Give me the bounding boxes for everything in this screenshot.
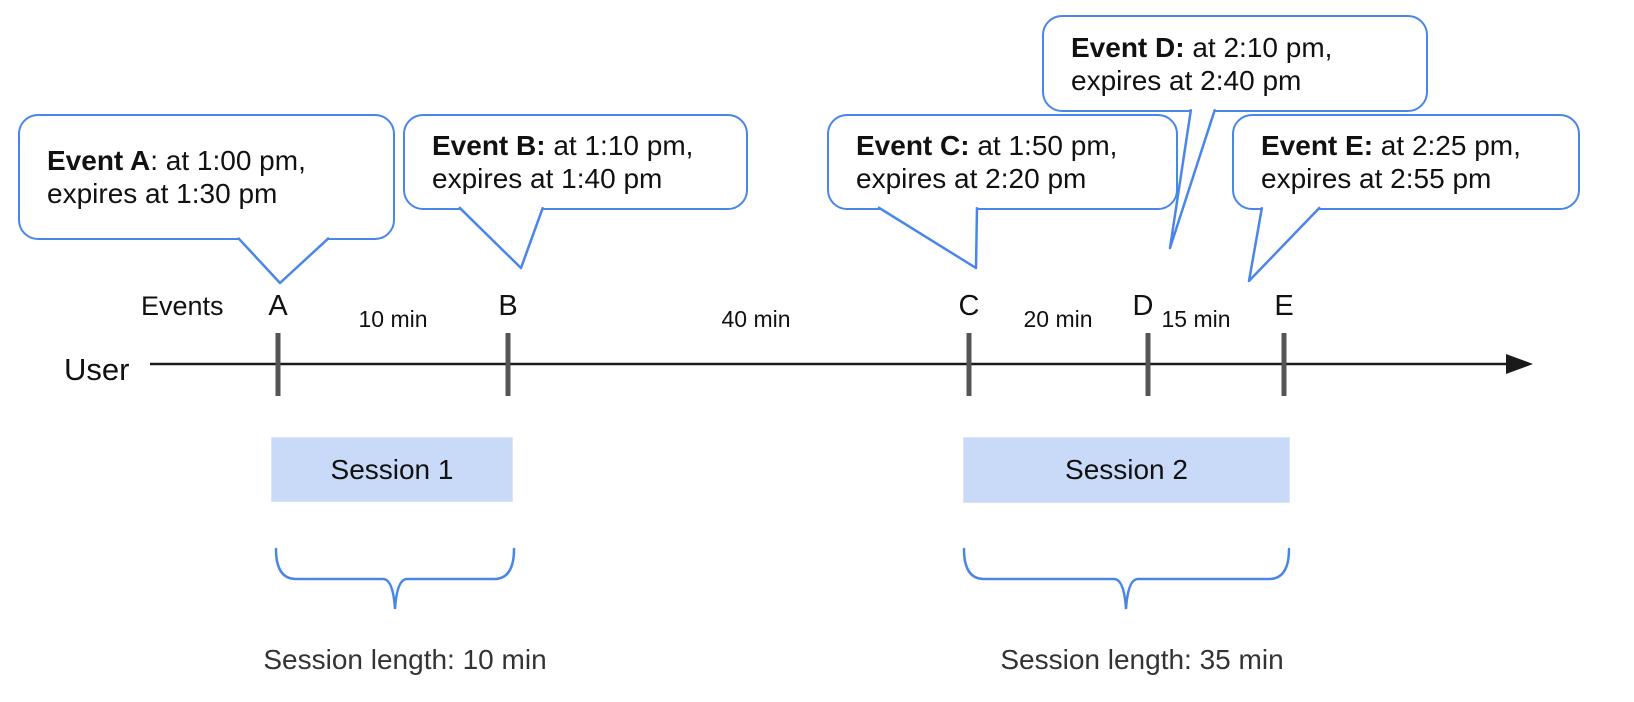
callout-event-d-line2: expires at 2:40 pm — [1071, 64, 1302, 96]
callout-event-b-title: Event B: — [432, 130, 546, 161]
callout-event-e-line2: expires at 2:55 pm — [1261, 163, 1492, 194]
event-tick-d — [1145, 333, 1151, 396]
session-2-box: Session 2 — [963, 437, 1290, 503]
callout-event-b-line1: Event B: at 1:10 pm, — [432, 129, 746, 162]
callout-event-e: Event E: at 2:25 pm, expires at 2:55 pm — [1232, 114, 1580, 210]
event-tick-b — [505, 333, 511, 396]
callout-event-a-line1: Event A: at 1:00 pm, — [47, 144, 393, 177]
axis-letter-a: A — [268, 290, 288, 322]
interval-c-d: 20 min — [1023, 306, 1093, 332]
callout-event-c-time: at 1:50 pm, — [969, 130, 1118, 161]
interval-b-c: 40 min — [721, 306, 791, 332]
callout-event-c-line1: Event C: at 1:50 pm, — [856, 129, 1176, 162]
callout-event-a-title: Event A — [47, 145, 151, 176]
interval-a-b: 10 min — [358, 306, 428, 332]
callout-event-e-line1: Event E: at 2:25 pm, — [1261, 129, 1578, 162]
axis-letter-c: C — [958, 290, 980, 322]
axis-letter-b: B — [498, 290, 518, 322]
callout-event-e-title: Event E: — [1261, 130, 1374, 161]
callout-event-a: Event A: at 1:00 pm, expires at 1:30 pm — [18, 114, 395, 240]
callout-event-b-line2: expires at 1:40 pm — [432, 163, 663, 194]
callout-tail-a — [237, 236, 330, 285]
axis-letter-d: D — [1132, 290, 1154, 322]
event-tick-a — [275, 333, 281, 396]
callout-event-b-time: at 1:10 pm, — [545, 130, 694, 161]
axis-letter-e: E — [1274, 290, 1294, 322]
session-2-length: Session length: 35 min — [1000, 644, 1284, 675]
interval-d-e: 15 min — [1161, 306, 1231, 332]
callout-event-c: Event C: at 1:50 pm, expires at 2:20 pm — [827, 114, 1178, 210]
session-1-brace — [274, 547, 516, 610]
events-row-label: Events — [141, 291, 224, 321]
session-1-length: Session length: 10 min — [263, 644, 547, 675]
session-1-label: Session 1 — [330, 453, 454, 485]
session-1-box: Session 1 — [271, 437, 513, 502]
callout-event-c-title: Event C: — [856, 130, 970, 161]
callout-event-b: Event B: at 1:10 pm, expires at 1:40 pm — [403, 114, 748, 210]
callout-event-c-line2: expires at 2:20 pm — [856, 163, 1087, 194]
callout-event-d-title: Event D: — [1071, 31, 1185, 63]
session-2-label: Session 2 — [1065, 454, 1188, 485]
callout-event-a-time: : at 1:00 pm, — [150, 145, 306, 176]
callout-event-d-line1: Event D: at 2:10 pm, — [1071, 31, 1426, 64]
callout-event-d: Event D: at 2:10 pm, expires at 2:40 pm — [1042, 15, 1428, 112]
callout-event-a-line2: expires at 1:30 pm — [47, 178, 278, 209]
callout-event-d-time: at 2:10 pm, — [1184, 31, 1333, 63]
callout-tail-c — [877, 206, 979, 270]
callout-tail-b — [458, 206, 545, 270]
callout-event-e-time: at 2:25 pm, — [1373, 130, 1521, 161]
session-2-brace — [962, 547, 1291, 610]
event-tick-c — [966, 333, 972, 396]
timeline-arrowhead-icon — [1506, 354, 1533, 374]
event-tick-e — [1281, 333, 1287, 396]
callout-tail-e — [1247, 206, 1321, 283]
user-row-label: User — [64, 352, 130, 387]
